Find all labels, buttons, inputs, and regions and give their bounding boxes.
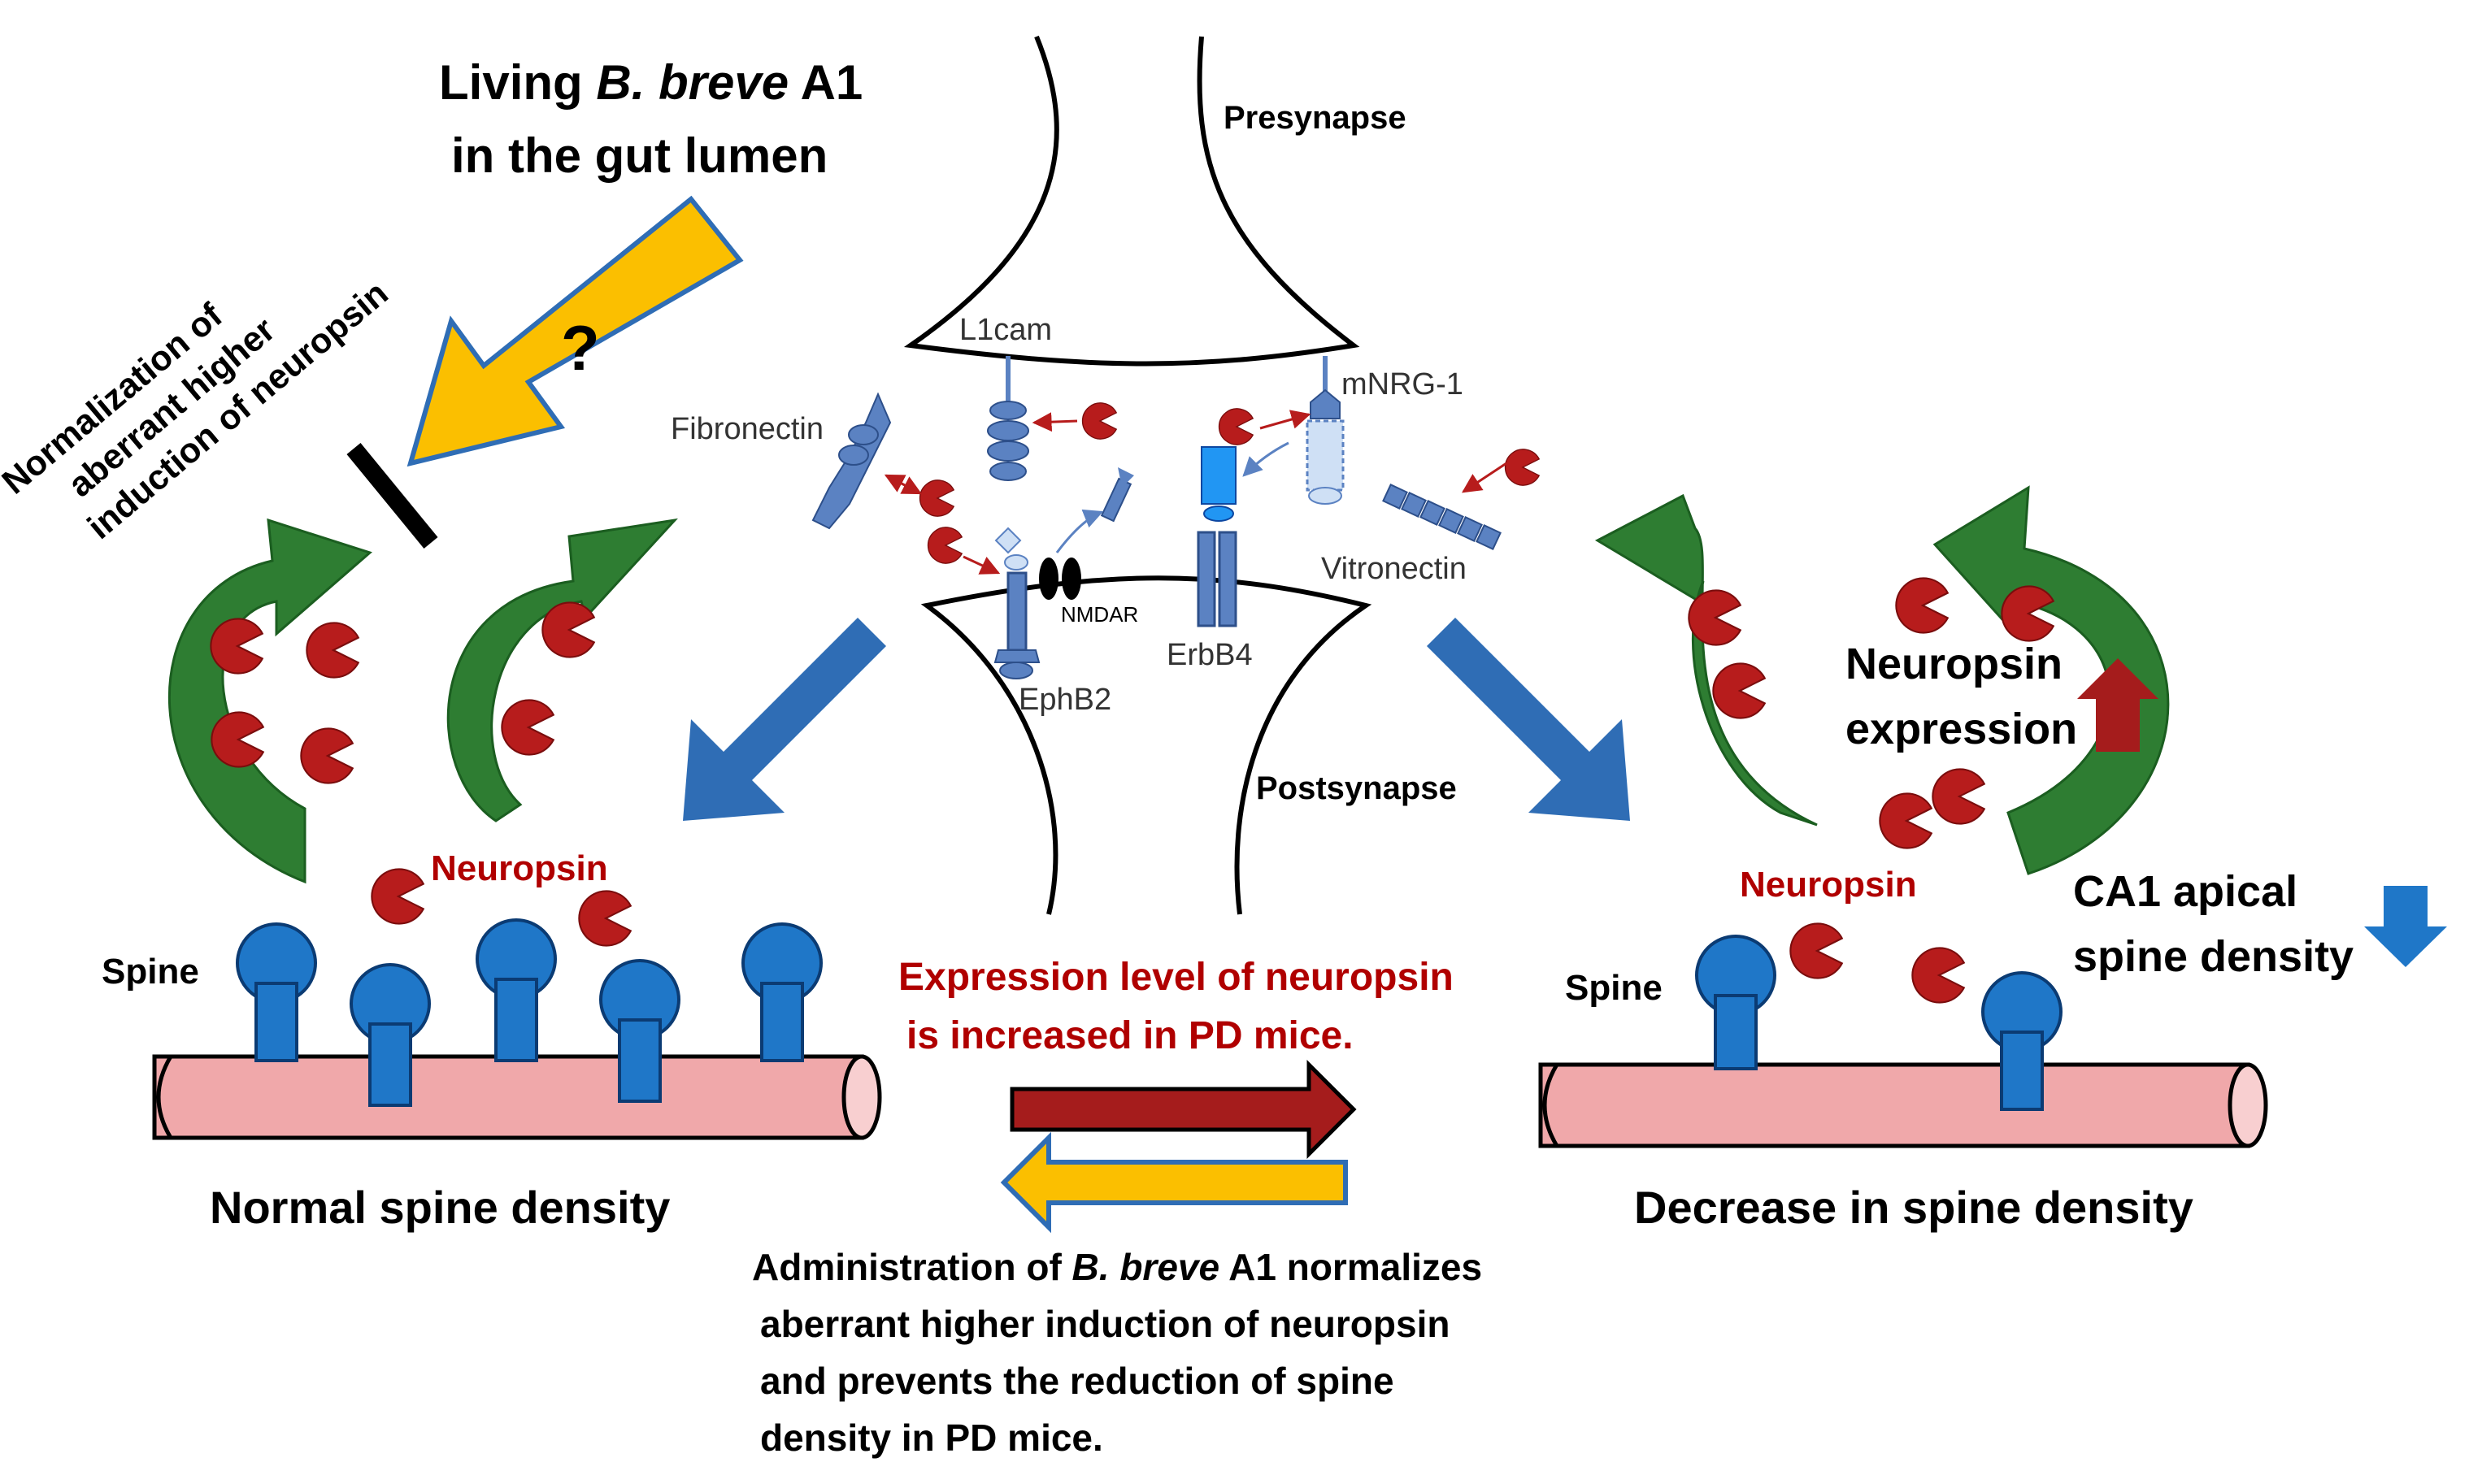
increase-arrow-up — [2077, 658, 2158, 752]
neuropsin-label-left: Neuropsin — [431, 848, 608, 888]
caption-right: Decrease in spine density — [1634, 1182, 2193, 1233]
administration-line2: aberrant higher induction of neuropsin — [760, 1303, 1450, 1345]
ca1-line2: spine density — [2073, 932, 2354, 981]
cleavage-arrow-1 — [1055, 509, 1104, 553]
expression-line2: is increased in PD mice. — [906, 1014, 1354, 1057]
administration-line4: density in PD mice. — [760, 1417, 1103, 1459]
neuropsin-right-2 — [1712, 662, 1766, 719]
cleaved-fragment-1 — [1100, 467, 1134, 523]
neuropsin-left-7 — [371, 868, 424, 925]
dendrite-left — [152, 1054, 882, 1140]
neuropsin-left-4 — [211, 711, 264, 768]
neuropsin-right-7 — [1789, 922, 1843, 979]
interaction-arrow-mnrg1 — [1259, 410, 1311, 430]
postsynapse-label: Postsynapse — [1256, 770, 1457, 806]
presynapse-label: Presynapse — [1224, 100, 1406, 136]
administration-line3: and prevents the reduction of spine — [760, 1360, 1394, 1402]
interaction-arrow-l1cam — [1032, 412, 1078, 432]
yellow-arrow-left — [1000, 1131, 1348, 1234]
spine-necks-right — [1714, 994, 2044, 1111]
ephb2-label: EphB2 — [1019, 683, 1111, 717]
interaction-arrow-vitronectin — [1461, 462, 1507, 493]
neuropsin-left-5 — [300, 727, 354, 784]
neuropsin-expression-line2: expression — [1845, 705, 2077, 753]
neuropsin-right-3 — [1895, 577, 1949, 634]
cleavage-arrow-2 — [1242, 441, 1289, 477]
neuropsin-left-2 — [306, 622, 359, 679]
ephb2-receptor — [993, 527, 1041, 679]
presynapse-terminal — [903, 35, 1360, 367]
fibronectin-label: Fibronectin — [671, 412, 824, 446]
l1cam-protein — [987, 356, 1029, 481]
dendrite-right — [1538, 1062, 2268, 1148]
fibronectin-protein — [811, 392, 892, 530]
nmdar-label: NMDAR — [1061, 602, 1138, 627]
caption-left: Normal spine density — [210, 1182, 670, 1233]
red-arrow-right — [1010, 1059, 1357, 1160]
bbreve-title-line2: in the gut lumen — [451, 128, 828, 183]
neuropsin-cleft-2 — [1218, 408, 1254, 445]
neuropsin-cleft-1 — [1081, 402, 1117, 440]
vitronectin-label: Vitronectin — [1321, 552, 1467, 586]
blue-arrow-right — [1427, 618, 1630, 821]
neuropsin-left-6 — [501, 699, 554, 756]
neuropsin-right-8 — [1911, 947, 1965, 1004]
spine-label-left: Spine — [102, 952, 199, 992]
erbb4-receptor — [1197, 446, 1237, 627]
neuropsin-right-6 — [1932, 768, 1985, 825]
interaction-arrow-ephb2 — [963, 555, 1001, 575]
spine-necks-left — [254, 978, 804, 1107]
neuropsin-label-right: Neuropsin — [1740, 865, 1917, 905]
neuropsin-right-5 — [1879, 792, 1932, 849]
interaction-arrow-fibronectin — [884, 474, 923, 495]
decrease-arrow-down — [2364, 886, 2447, 967]
neuropsin-cleft-3 — [919, 479, 954, 517]
ca1-line1: CA1 apical — [2073, 867, 2297, 916]
blue-arrow-left — [683, 618, 886, 821]
spine-label-right: Spine — [1565, 968, 1663, 1008]
neuropsin-left-3 — [541, 601, 595, 658]
mnrg1-protein — [1306, 356, 1345, 505]
neuropsin-left-1 — [210, 618, 263, 675]
mnrg1-label: mNRG-1 — [1341, 367, 1463, 401]
nmdar-receptor — [1039, 558, 1081, 600]
erbb4-label: ErbB4 — [1167, 638, 1253, 672]
neuropsin-cleft-5 — [1504, 449, 1540, 486]
neuropsin-right-1 — [1688, 589, 1741, 646]
expression-line1: Expression level of neuropsin — [898, 956, 1454, 999]
neuropsin-expression-line1: Neuropsin — [1845, 640, 2063, 688]
green-recycle-arrow-right-inner — [1594, 493, 1818, 827]
neuropsin-cleft-4 — [927, 527, 963, 564]
yellow-arrow-bbreve — [406, 195, 744, 467]
neuropsin-left-8 — [578, 890, 632, 947]
l1cam-label: L1cam — [959, 313, 1052, 347]
vitronectin-protein — [1382, 484, 1502, 550]
inhibition-bar — [346, 443, 438, 549]
question-mark: ? — [561, 312, 600, 384]
bbreve-title-line1: Living B. breve A1 — [439, 55, 863, 110]
neuropsin-right-4 — [2001, 585, 2054, 642]
green-recycle-arrow-left-outer — [167, 518, 372, 884]
green-recycle-arrow-left-inner — [446, 518, 678, 822]
postsynapse-terminal — [920, 575, 1372, 915]
normalization-rotated-text: Normalization of aberrant higher inducti… — [0, 274, 396, 547]
administration-line1: Administration of B. breve A1 normalizes — [752, 1246, 1482, 1288]
